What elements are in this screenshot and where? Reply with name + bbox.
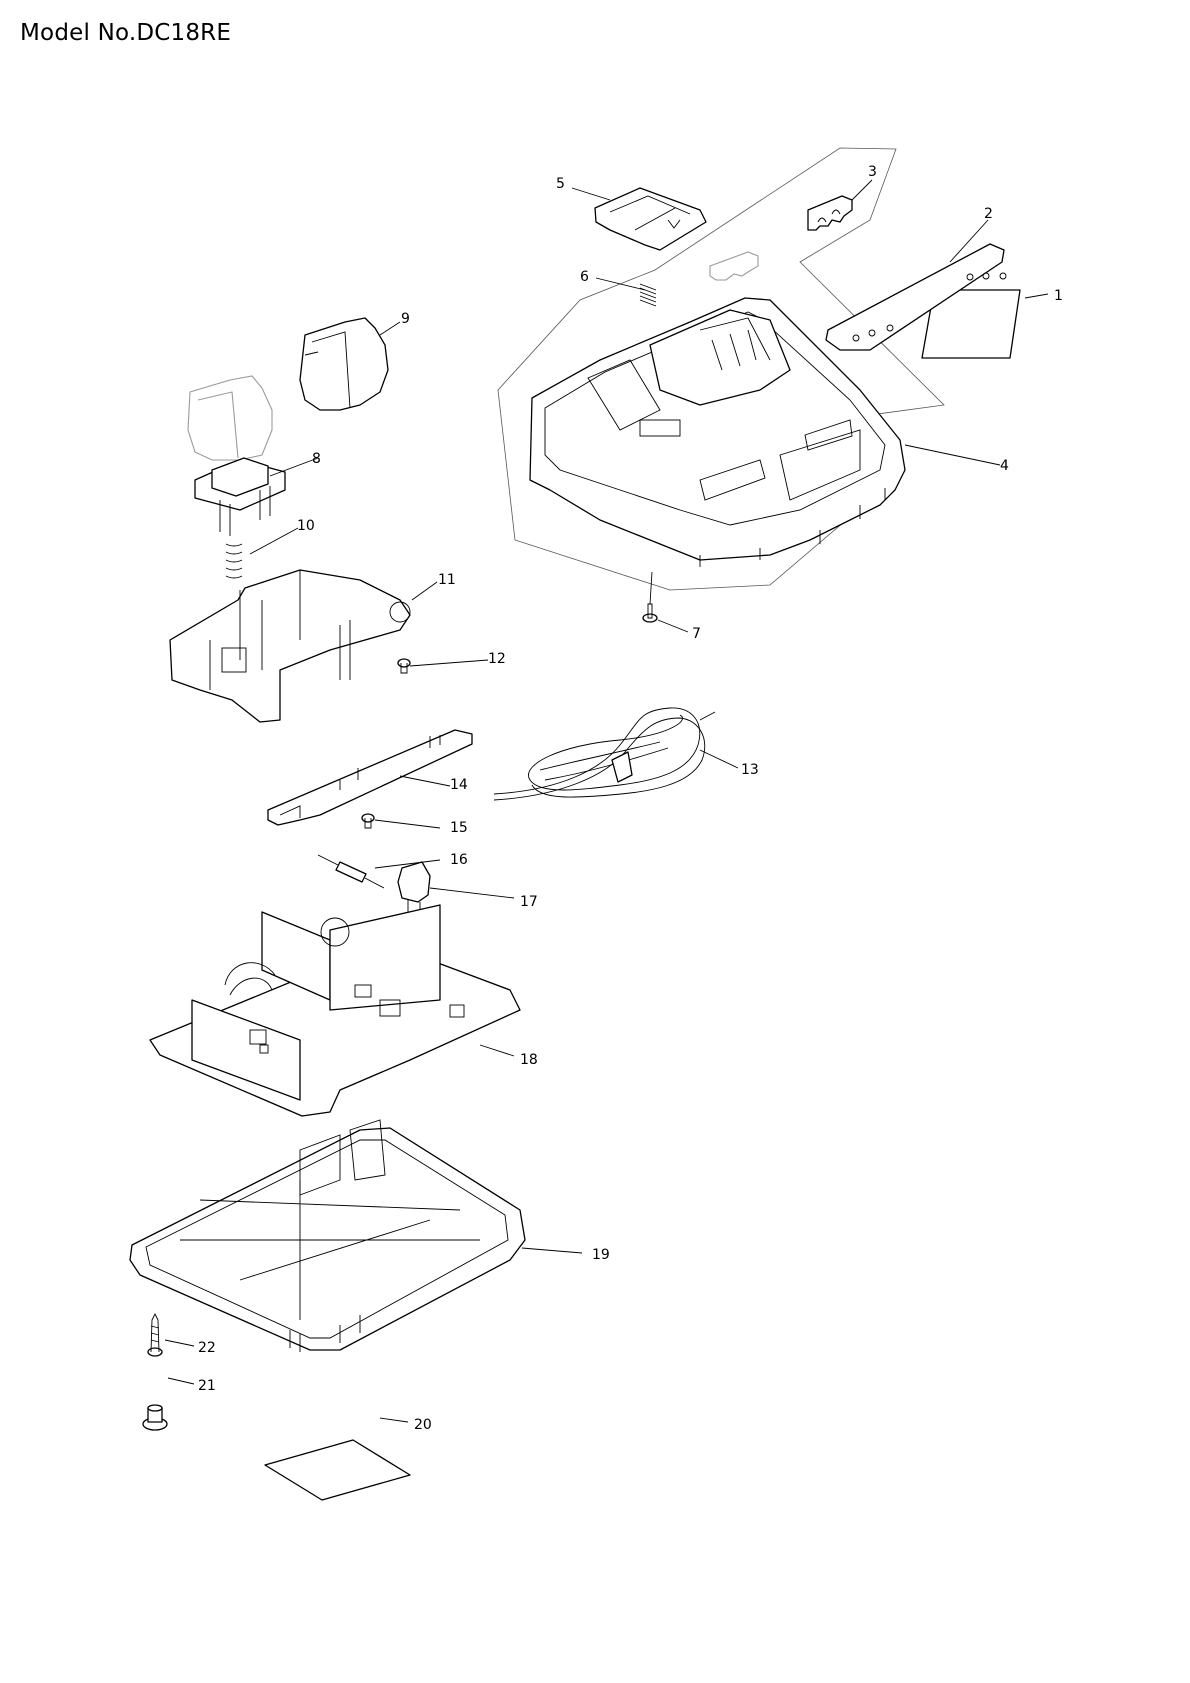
part-17-varistor[interactable] [397, 861, 431, 916]
callout-5: 5 [556, 176, 565, 192]
part-21-rubber-foot[interactable] [142, 1404, 168, 1431]
part-14-pcb-strip[interactable] [267, 729, 473, 826]
callout-2: 2 [984, 206, 993, 222]
page-title: Model No.DC18RE [20, 20, 232, 46]
assembly-boundary [497, 147, 945, 591]
callout-20: 20 [414, 1417, 432, 1433]
part-16-resistor[interactable] [317, 854, 385, 889]
callout-12: 12 [488, 651, 506, 667]
callout-13: 13 [741, 762, 759, 778]
callout-18: 18 [520, 1052, 538, 1068]
part-12-screw[interactable] [397, 658, 411, 674]
callout-labels: 1 2 3 4 5 6 7 8 9 10 11 12 13 14 15 16 1… [198, 164, 1063, 1433]
part-7-screw[interactable] [642, 603, 658, 623]
callout-10: 10 [297, 518, 315, 534]
part-22-tapping-screw[interactable] [147, 1312, 163, 1357]
part-3-terminal-clip[interactable] [807, 195, 853, 231]
callout-7: 7 [692, 626, 701, 642]
callout-17: 17 [520, 894, 538, 910]
part-6-spring[interactable] [639, 283, 657, 307]
callout-3: 3 [868, 164, 877, 180]
callout-14: 14 [450, 777, 468, 793]
callout-6: 6 [580, 269, 589, 285]
part-15-screw[interactable] [361, 813, 375, 829]
callout-11: 11 [438, 572, 456, 588]
part-11-bracket[interactable] [169, 569, 411, 723]
part-19-bottom-case[interactable] [129, 1119, 526, 1352]
callout-15: 15 [450, 820, 468, 836]
part-1-label-plate[interactable] [921, 289, 1021, 359]
callout-4: 4 [1000, 458, 1009, 474]
part-13-cord[interactable] [493, 707, 716, 801]
callout-8: 8 [312, 451, 321, 467]
part-5-slide-cover[interactable] [594, 187, 707, 251]
callout-9: 9 [401, 311, 410, 327]
part-18-main-pcb[interactable] [149, 904, 521, 1117]
callout-22: 22 [198, 1340, 216, 1356]
part-9-ghost [187, 375, 273, 461]
part-3-ghost [709, 251, 759, 281]
part-9-lens-cover[interactable] [299, 317, 389, 411]
callout-16: 16 [450, 852, 468, 868]
part-10-spring[interactable] [225, 543, 243, 579]
leader-lines [164, 179, 1049, 1423]
part-8-led-holder[interactable] [194, 457, 286, 536]
part-2-name-plate[interactable] [825, 243, 1007, 351]
callout-21: 21 [198, 1378, 216, 1394]
part-4-upper-housing[interactable] [529, 297, 906, 567]
callout-19: 19 [592, 1247, 610, 1263]
part-20-rubber-sheet[interactable] [264, 1439, 411, 1501]
callout-1: 1 [1054, 288, 1063, 304]
